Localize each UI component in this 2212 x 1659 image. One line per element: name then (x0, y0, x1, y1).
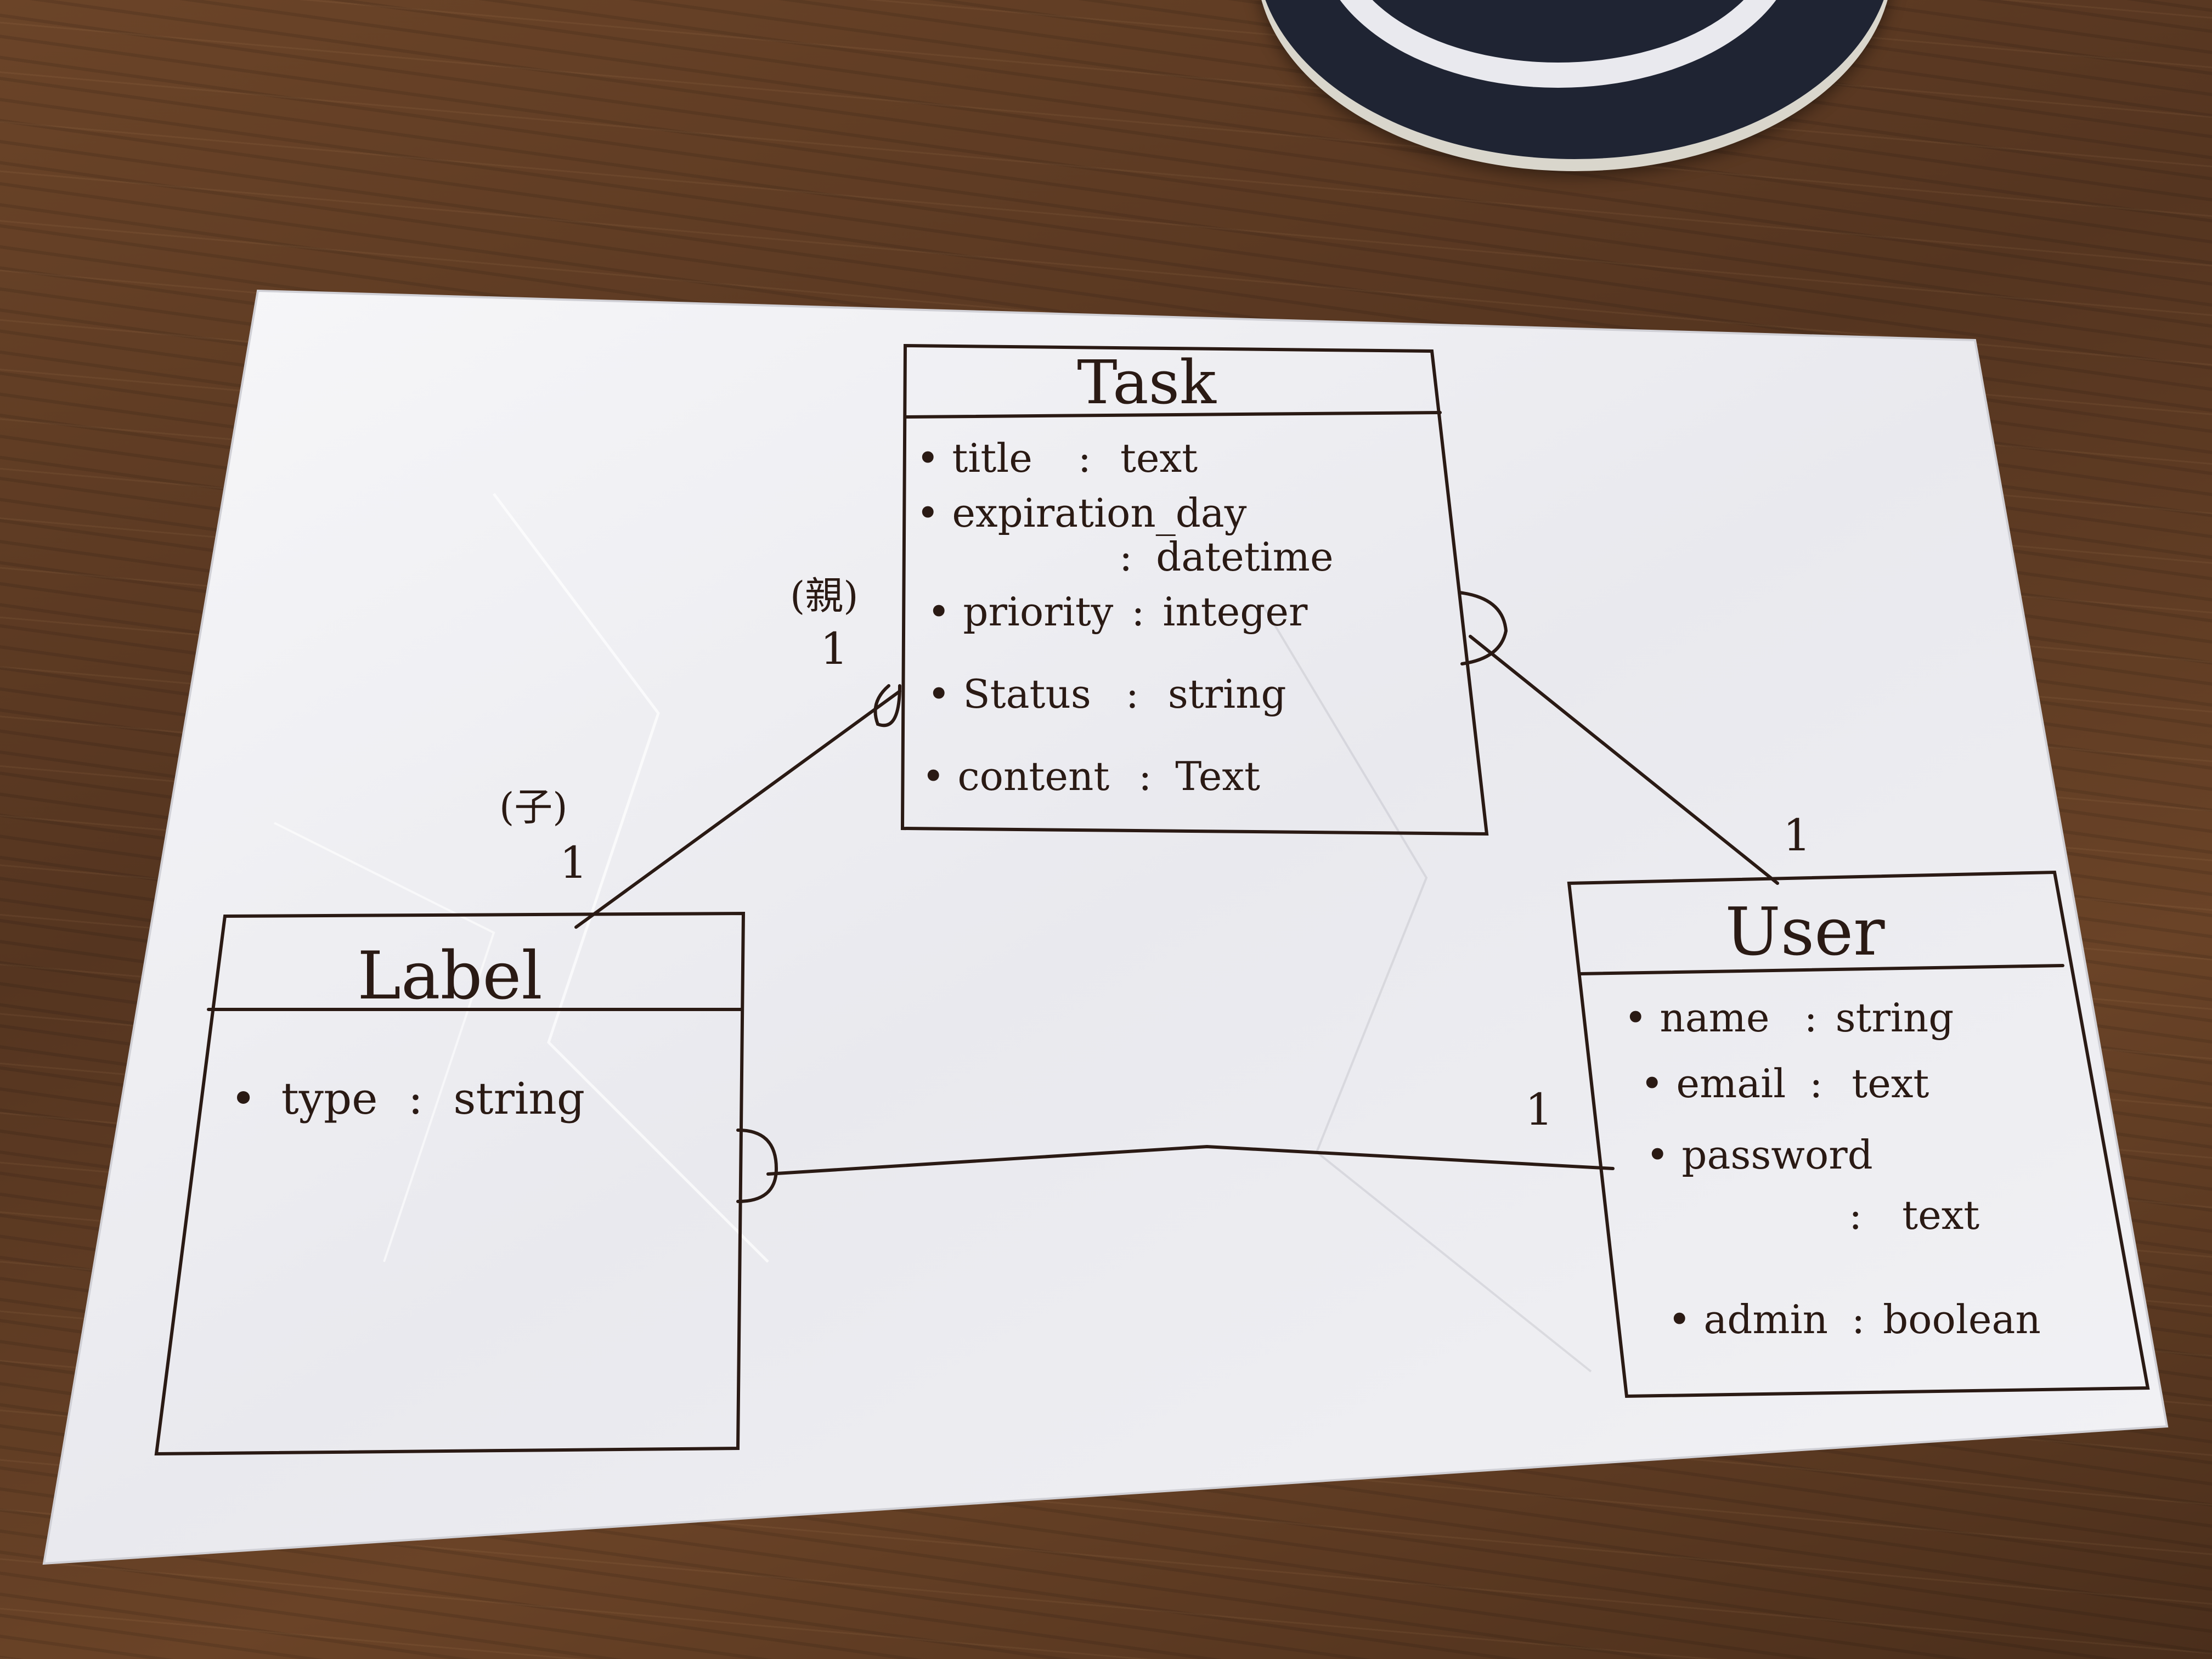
attr-name: name (1660, 995, 1769, 1041)
task-label-label-side-cardinality: 1 (560, 837, 588, 888)
attr-colon: : (1138, 753, 1152, 799)
task-attr-row: • expiration_day (916, 490, 1247, 536)
label-user-relation-line (766, 1144, 1615, 1176)
attr-type: string (453, 1073, 585, 1124)
attr-colon: : (1078, 435, 1091, 481)
attr-bullet: • (1624, 995, 1647, 1041)
attr-name: content (957, 753, 1109, 799)
attr-bullet: • (916, 435, 939, 481)
user-attr-row: • name : string (1624, 995, 1954, 1041)
task-header-divider (904, 411, 1442, 419)
task-user-relation-line (1469, 635, 1779, 885)
attr-colon: : (1131, 589, 1144, 635)
label-entity-box (154, 911, 746, 1456)
task-many-mark (1458, 591, 1508, 665)
attr-name: email (1676, 1060, 1786, 1107)
task-attr-row: • priority : integer (927, 589, 1308, 635)
attr-bullet: • (230, 1073, 256, 1124)
label-attr-row: • type : string (230, 1073, 585, 1124)
attr-colon: : (1849, 1192, 1862, 1238)
parent-role-label: (親) (790, 573, 859, 618)
user-entity-name: User (1725, 894, 1885, 970)
child-role-label: (子) (499, 785, 568, 830)
attr-name: priority (963, 589, 1113, 635)
attr-bullet: • (916, 490, 939, 536)
attr-name: expiration_day (952, 490, 1246, 536)
attr-name: Status (963, 671, 1091, 717)
user-attr-row-continued: : text (1849, 1192, 1979, 1238)
task-attr-row: • content : Text (922, 753, 1260, 799)
attr-type: integer (1163, 589, 1308, 635)
attr-bullet: • (927, 671, 950, 717)
label-user-user-side-cardinality: 1 (1525, 1084, 1553, 1135)
attr-colon: : (1804, 995, 1817, 1041)
task-attr-row-continued: : datetime (1119, 534, 1334, 580)
user-header-divider (1578, 964, 2064, 975)
attr-colon: : (1852, 1296, 1865, 1342)
task-entity-name: Task (1077, 347, 1217, 417)
attr-type: text (1852, 1060, 1929, 1107)
label-entity-name: Label (357, 938, 542, 1014)
attr-type: text (1902, 1192, 1979, 1238)
attr-bullet: • (1646, 1132, 1669, 1178)
attr-type: datetime (1156, 534, 1333, 580)
task-user-user-side-cardinality: 1 (1783, 810, 1811, 861)
attr-colon: : (1809, 1060, 1822, 1107)
attr-type: string (1168, 671, 1286, 717)
user-attr-row: • admin : boolean (1668, 1296, 2041, 1342)
user-attr-row: • email : text (1640, 1060, 1929, 1107)
task-entity-box (900, 343, 1489, 836)
attr-bullet: • (922, 753, 945, 799)
attr-name: title (952, 435, 1032, 481)
attr-colon: : (1126, 671, 1139, 717)
task-label-relation-line (574, 690, 901, 929)
attr-name: type (281, 1073, 378, 1124)
attr-colon: : (1119, 534, 1132, 580)
attr-type: text (1120, 435, 1198, 481)
attr-type: string (1836, 995, 1954, 1041)
attr-bullet: • (927, 589, 950, 635)
attr-type: Text (1175, 753, 1260, 799)
attr-name: admin (1703, 1296, 1828, 1342)
attr-type: boolean (1883, 1296, 2041, 1342)
attr-colon: : (408, 1073, 423, 1124)
attr-bullet: • (1668, 1296, 1691, 1342)
attr-bullet: • (1640, 1060, 1663, 1107)
user-entity-box (1567, 870, 2150, 1398)
user-attr-row: • password (1646, 1132, 1873, 1178)
task-label-task-side-cardinality: 1 (820, 623, 848, 674)
task-relation-end-mark (873, 684, 901, 727)
task-attr-row: • Status : string (927, 671, 1286, 717)
attr-name: password (1681, 1132, 1872, 1178)
task-attr-row: • title : text (916, 435, 1198, 481)
label-many-mark (736, 1128, 778, 1203)
